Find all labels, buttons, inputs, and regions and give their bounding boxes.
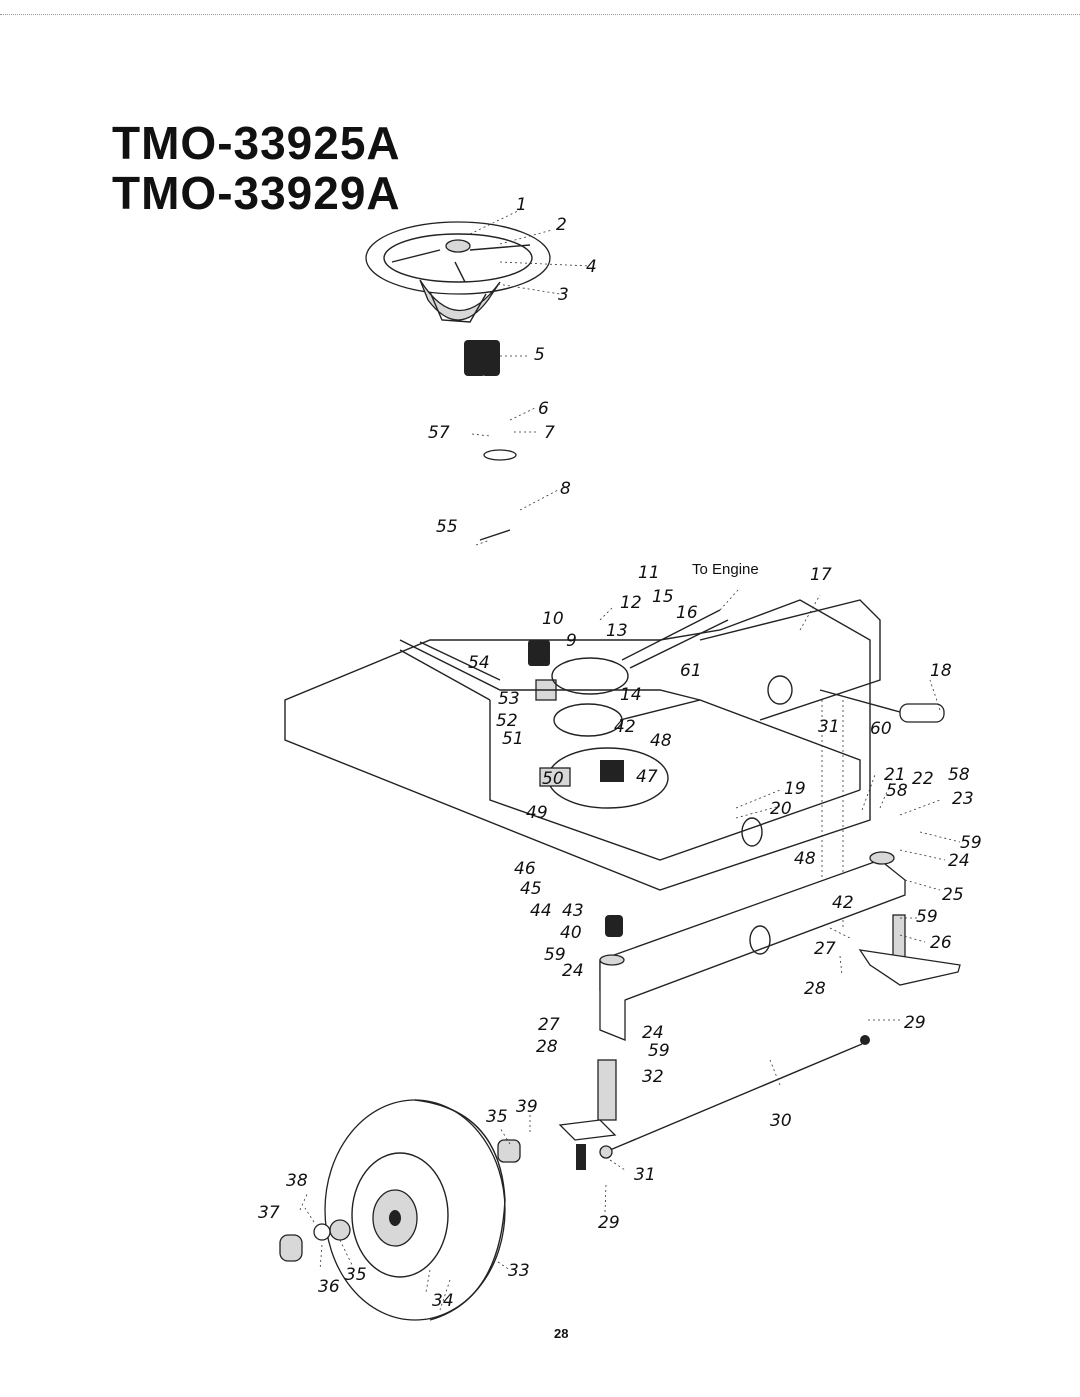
callout-5: 5 <box>534 345 545 365</box>
callout-30: 30 <box>770 1111 792 1131</box>
callout-42b: 42 <box>832 893 854 913</box>
callout-50: 50 <box>542 769 564 789</box>
callout-14: 14 <box>620 685 642 705</box>
callout-29a: 29 <box>904 1013 926 1033</box>
callout-60: 60 <box>870 719 892 739</box>
callout-31a: 31 <box>818 717 840 737</box>
callout-8: 8 <box>560 479 571 499</box>
right-spindle <box>858 914 961 986</box>
callout-51: 51 <box>502 729 524 749</box>
callout-58b: 58 <box>886 781 908 801</box>
callout-27b: 27 <box>538 1015 560 1035</box>
scan-top-edge <box>0 14 1080 21</box>
callout-58a: 58 <box>948 765 970 785</box>
callout-labels: 1 2 3 4 5 6 7 8 9 10 11 12 13 14 15 16 T… <box>258 195 982 1311</box>
callout-38: 38 <box>286 1171 308 1191</box>
callout-37: 37 <box>258 1203 280 1223</box>
callout-36: 36 <box>318 1277 340 1297</box>
callout-59c: 59 <box>544 945 566 965</box>
callout-17: 17 <box>810 565 832 585</box>
column-bushing <box>464 340 500 376</box>
callout-39: 39 <box>516 1097 538 1117</box>
callout-27a: 27 <box>814 939 836 959</box>
page-number: 28 <box>554 1326 569 1341</box>
callout-53: 53 <box>498 689 520 709</box>
callout-12: 12 <box>620 593 642 613</box>
callout-55: 55 <box>436 517 458 537</box>
callout-46: 46 <box>514 859 536 879</box>
callout-52: 52 <box>496 711 518 731</box>
callout-4: 4 <box>586 257 597 277</box>
callout-13: 13 <box>606 621 628 641</box>
callout-47: 47 <box>636 767 658 787</box>
callout-26: 26 <box>930 933 952 953</box>
callout-59d: 59 <box>648 1041 670 1061</box>
callout-29b: 29 <box>598 1213 620 1233</box>
callout-16: 16 <box>676 603 698 623</box>
callout-3: 3 <box>558 285 569 305</box>
callout-10: 10 <box>542 609 564 629</box>
callout-1: 1 <box>516 195 527 215</box>
callout-44: 44 <box>530 901 552 921</box>
front-axle <box>599 851 906 1041</box>
callout-20: 20 <box>770 799 792 819</box>
callout-7: 7 <box>544 423 555 443</box>
callout-43: 43 <box>562 901 584 921</box>
callout-18: 18 <box>930 661 952 681</box>
callout-22: 22 <box>912 769 934 789</box>
callout-54: 54 <box>468 653 490 673</box>
callout-31b: 31 <box>634 1165 656 1185</box>
callout-25: 25 <box>942 885 964 905</box>
callout-35b: 35 <box>345 1265 367 1285</box>
callout-24c: 24 <box>642 1023 664 1043</box>
callout-24b: 24 <box>562 961 584 981</box>
model-number-1: TMO-33925A <box>112 117 401 169</box>
callout-59a: 59 <box>960 833 982 853</box>
callout-9: 9 <box>566 631 577 651</box>
callout-11: 11 <box>638 563 660 583</box>
callout-34: 34 <box>432 1291 454 1311</box>
tractor-frame <box>284 599 881 891</box>
callout-48a: 48 <box>650 731 672 751</box>
callout-57: 57 <box>428 423 450 443</box>
tie-rod <box>599 1035 870 1159</box>
front-wheel <box>279 1099 521 1321</box>
pivot-bolt <box>899 703 945 723</box>
steering-shaft <box>479 375 557 701</box>
callout-59b: 59 <box>916 907 938 927</box>
callout-2: 2 <box>556 215 567 235</box>
callout-61: 61 <box>680 661 702 681</box>
model-number-2: TMO-33929A <box>112 167 401 219</box>
callout-33: 33 <box>508 1261 530 1281</box>
callout-28a: 28 <box>804 979 826 999</box>
steering-wheel <box>365 221 551 323</box>
callout-28b: 28 <box>536 1037 558 1057</box>
callout-15: 15 <box>652 587 674 607</box>
callout-48b: 48 <box>794 849 816 869</box>
callout-6: 6 <box>538 399 549 419</box>
to-engine-label: To Engine <box>692 561 759 578</box>
callout-35a: 35 <box>486 1107 508 1127</box>
callout-32: 32 <box>642 1067 664 1087</box>
callout-19: 19 <box>784 779 806 799</box>
left-spindle <box>558 915 623 1170</box>
callout-45: 45 <box>520 879 542 899</box>
callout-24a: 24 <box>948 851 970 871</box>
callout-49: 49 <box>526 803 548 823</box>
callout-21: 21 <box>884 765 906 785</box>
callout-40: 40 <box>560 923 582 943</box>
callout-23: 23 <box>952 789 974 809</box>
callout-42a: 42 <box>614 717 636 737</box>
leader-lines <box>299 209 961 1311</box>
